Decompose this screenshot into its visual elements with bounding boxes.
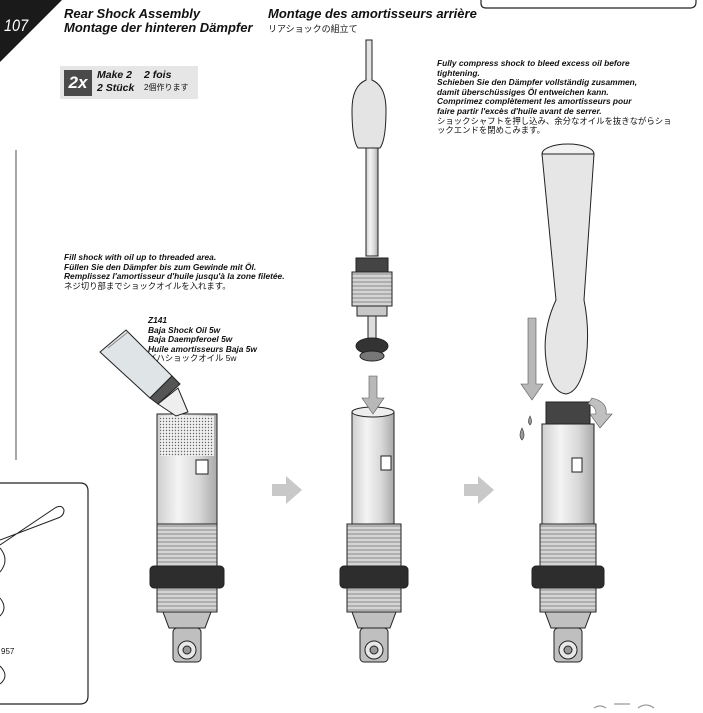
title-en: Rear Shock Assembly (64, 6, 201, 21)
make-quantity-badge: 2x (64, 70, 92, 96)
down-arrow-2 (361, 375, 385, 415)
funnel-tool (541, 143, 595, 395)
inset-part-number: 957 (1, 647, 15, 656)
make-jp: 2個作ります (144, 83, 189, 92)
title-de: Montage der hinteren Dämpfer (64, 20, 253, 35)
step-number: 107 (4, 16, 29, 35)
make-fr: 2 fois (144, 69, 172, 81)
title-fr: Montage des amortisseurs arrière (268, 6, 477, 21)
oil-drops (519, 415, 532, 441)
step-banner (0, 0, 62, 62)
oil-bottle (99, 329, 189, 417)
shock-body-2 (339, 406, 409, 663)
brand-logo-fragment (593, 703, 655, 709)
compress-arrow (520, 317, 544, 401)
process-arrow-1 (272, 476, 302, 504)
shock-body-1 (149, 413, 225, 663)
make-de: 2 Stück (97, 82, 135, 94)
title-jp: リアショックの組立て (268, 24, 358, 34)
make-en: Make 2 (97, 69, 133, 81)
fill-instruction: Fill shock with oil up to threaded area.… (64, 252, 285, 291)
oil-callout: Z141 Baja Shock Oil 5w Baja Daempferoel … (148, 315, 257, 364)
shock-body-3 (531, 401, 605, 663)
bleed-instruction: Fully compress shock to bleed excess oil… (437, 58, 672, 136)
process-arrow-2 (464, 476, 494, 504)
shock-shaft-assembly (351, 39, 393, 362)
rotate-arrow (587, 397, 613, 429)
